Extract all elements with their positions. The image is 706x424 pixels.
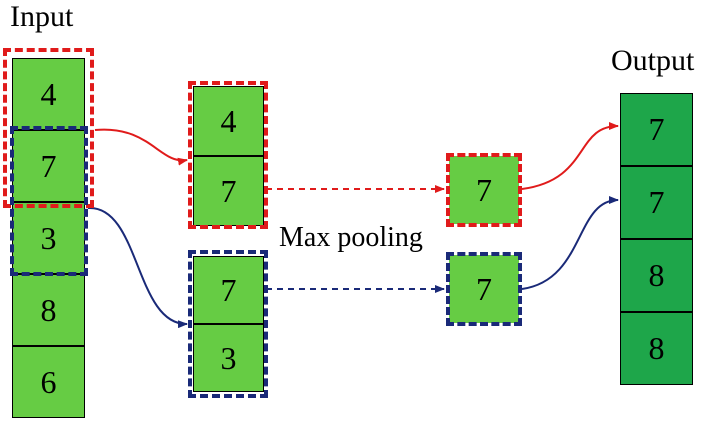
window-red-cell: 4 [193, 86, 264, 156]
output-title: Output [611, 44, 695, 77]
red-output-connector [521, 122, 619, 190]
input-cell: 6 [12, 346, 85, 418]
pooled-red-cell: 7 [449, 156, 519, 224]
window-blue-cell: 3 [193, 324, 264, 392]
output-cell: 7 [620, 166, 693, 239]
window-blue-frame [188, 250, 268, 398]
pooled-blue-cell: 7 [449, 255, 519, 323]
output-cell: 8 [620, 312, 693, 385]
window-blue-cell: 7 [193, 256, 264, 324]
blue-window-connector [87, 206, 188, 329]
input-title: Input [10, 0, 74, 33]
input-window-blue [10, 126, 88, 276]
red-window-connector [94, 128, 188, 166]
pooled-blue-frame [446, 252, 522, 326]
output-cell: 7 [620, 93, 693, 166]
input-cell: 7 [12, 130, 85, 202]
input-window-red [3, 48, 94, 208]
input-cell: 8 [12, 274, 85, 346]
max-pooling-label: Max pooling [279, 222, 423, 253]
window-red-frame [188, 81, 268, 229]
output-cell: 8 [620, 239, 693, 312]
blue-output-connector [521, 196, 619, 290]
pooled-red-frame [446, 153, 522, 227]
